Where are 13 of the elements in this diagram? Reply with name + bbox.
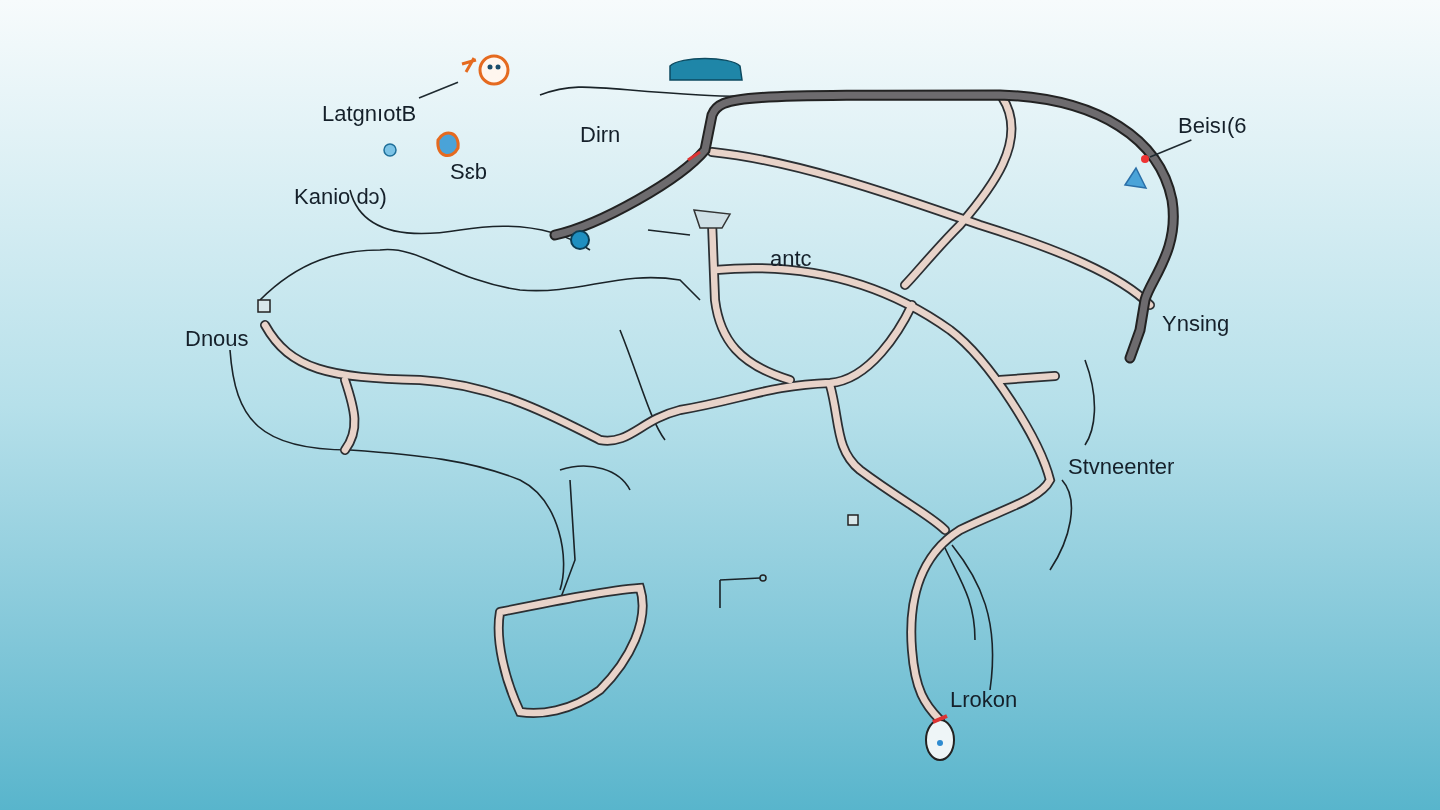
leader-line (1149, 139, 1193, 158)
map-marker-icon (1140, 154, 1150, 164)
place-name: Beisı(6 (1178, 111, 1247, 140)
place-name: LatgnıotB (322, 99, 417, 128)
place-name: Kanio dɔ) (293, 183, 388, 211)
place-name: Dirn (579, 121, 622, 149)
place-name: Stvneenter (1067, 453, 1176, 481)
place-name: Lrokon (949, 686, 1019, 714)
place-name: Dnous (184, 325, 250, 353)
place-name: Sɛb (449, 158, 488, 186)
leader-line (418, 81, 459, 99)
place-name: Ynsing (1161, 310, 1231, 338)
place-name: antc (769, 245, 813, 273)
